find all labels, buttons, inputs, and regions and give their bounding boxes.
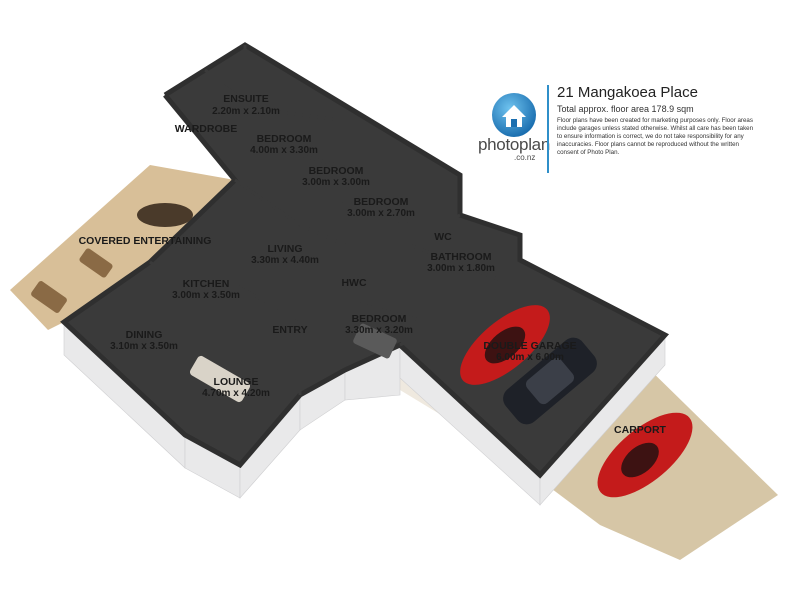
carport-name: CARPORT [614,424,667,436]
bedroom1-dims: 4.00m x 3.30m [250,145,318,156]
outdoor-furniture [31,203,193,313]
hwc-name: HWC [341,277,366,289]
dining-name: DINING [126,329,163,341]
red-car-garage [460,305,550,385]
garage-name: DOUBLE GARAGE [483,340,576,352]
total-floor-area: Total approx. floor area 178.9 sqm [557,104,694,114]
living-name: LIVING [267,243,302,255]
dining-dims: 3.10m x 3.50m [110,341,178,352]
black-car-garage [503,337,597,425]
kitchen-name: KITCHEN [183,278,230,290]
room-labels: ENSUITE 2.20m x 2.10m WARDROBE BEDROOM 4… [79,93,667,436]
plan-header: photoplan .co.nz 21 Mangakoea Place Tota… [472,84,792,175]
red-car-carport [597,412,693,498]
ensuite-dims: 2.20m x 2.10m [212,106,280,117]
bedroom3-name: BEDROOM [354,196,409,208]
brand-suffix: .co.nz [514,153,536,162]
wc-name: WC [434,231,452,243]
garage-dims: 6.00m x 6.00m [496,352,564,363]
bathroom-dims: 3.00m x 1.80m [427,263,495,274]
living-dims: 3.30m x 4.40m [251,255,319,266]
bathroom-name: BATHROOM [430,251,491,263]
bedroom2-dims: 3.00m x 3.00m [302,177,370,188]
wardrobe-name: WARDROBE [175,123,237,135]
property-address: 21 Mangakoea Place [557,84,698,101]
bed-bedroom4 [353,323,397,359]
bedroom2-name: BEDROOM [309,165,364,177]
covered-entertaining-name: COVERED ENTERTAINING [79,235,212,247]
brand-name: photoplan [478,135,550,154]
lounge-name: LOUNGE [214,376,259,388]
house-icon [492,93,536,137]
kitchen-dims: 3.00m x 3.50m [172,290,240,301]
disclaimer-text: Floor plans have been created for market… [557,117,754,157]
entry-name: ENTRY [272,324,307,336]
interior-walls [149,45,502,395]
lounge-sofa [189,355,251,403]
ensuite-name: ENSUITE [223,93,269,105]
header-divider [547,85,549,173]
bedroom4-dims: 3.30m x 3.20m [345,325,413,336]
bedroom3-dims: 3.00m x 2.70m [347,208,415,219]
bedroom4-name: BEDROOM [352,313,407,325]
lounge-dims: 4.70m x 4.20m [202,388,270,399]
bedroom1-name: BEDROOM [257,133,312,145]
